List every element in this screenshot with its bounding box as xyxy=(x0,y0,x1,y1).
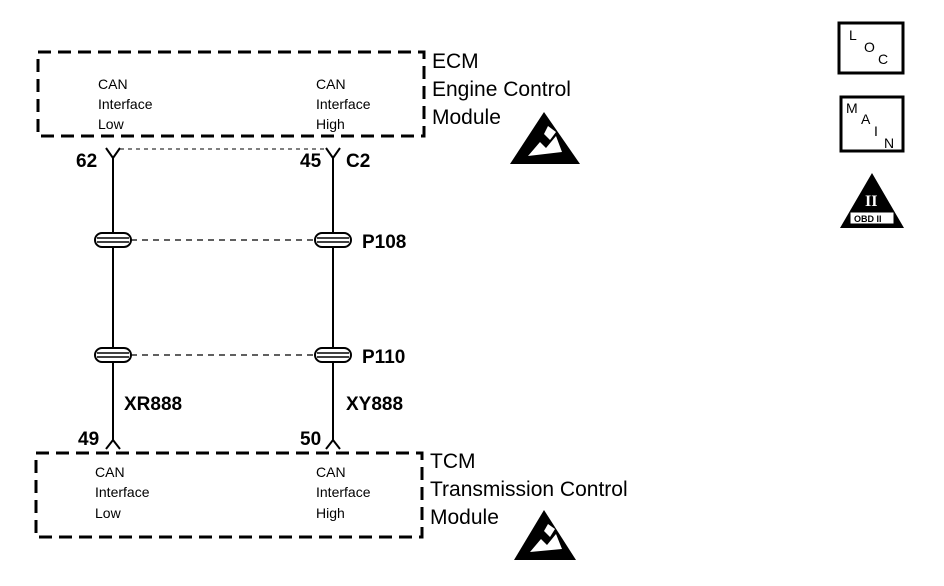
tcm-name-line1: Transmission Control xyxy=(430,478,628,501)
svg-text:O: O xyxy=(864,39,875,55)
tcm-low-line3: Low xyxy=(95,505,122,521)
tcm-high-line2: Interface xyxy=(316,484,371,500)
splice-p110-label: P110 xyxy=(362,347,405,368)
tcm-high-line3: High xyxy=(316,505,345,521)
svg-text:I: I xyxy=(874,123,878,139)
svg-text:C: C xyxy=(878,51,888,67)
svg-text:OBD II: OBD II xyxy=(854,214,882,224)
esd-warning-icon xyxy=(510,112,580,164)
ecm-name-line1: Engine Control xyxy=(432,78,571,101)
ecm-abbr: ECM xyxy=(432,50,479,73)
splice-p108-label: P108 xyxy=(362,232,406,253)
ecm-name-line2: Module xyxy=(432,106,501,129)
obd-ii-icon: II OBD II xyxy=(840,173,904,228)
wire-low-label: XR888 xyxy=(124,394,182,415)
tcm-low-connector-symbol xyxy=(105,433,121,450)
ecm-module-box xyxy=(36,50,426,138)
ecm-high-line1: CAN xyxy=(316,76,346,92)
ecm-low-connector-symbol xyxy=(105,147,121,166)
ecm-low-line1: CAN xyxy=(98,76,128,92)
svg-text:M: M xyxy=(846,100,858,116)
tcm-low-pin: 49 xyxy=(78,429,99,450)
splice-p110-high xyxy=(314,347,352,363)
ecm-high-line3: High xyxy=(316,116,345,132)
tcm-low-line1: CAN xyxy=(95,464,125,480)
ecm-high-pin: 45 xyxy=(300,151,322,172)
esd-warning-icon xyxy=(514,510,576,560)
splice-p110-low xyxy=(94,347,132,363)
tcm-name-line2: Module xyxy=(430,506,499,529)
svg-text:N: N xyxy=(884,135,894,151)
ecm-low-line2: Interface xyxy=(98,96,153,112)
tcm-low-line2: Interface xyxy=(95,484,150,500)
splice-p108-low xyxy=(94,232,132,248)
loc-icon: L O C xyxy=(837,21,905,75)
tcm-module-box xyxy=(34,451,424,539)
main-icon: M A I N xyxy=(839,95,905,153)
svg-text:II: II xyxy=(865,193,877,210)
tcm-high-line1: CAN xyxy=(316,464,346,480)
svg-text:L: L xyxy=(849,27,857,43)
svg-text:A: A xyxy=(861,111,871,127)
ecm-low-line3: Low xyxy=(98,116,125,132)
tcm-abbr: TCM xyxy=(430,450,476,473)
tcm-high-connector-symbol xyxy=(325,433,341,450)
ecm-connector-label: C2 xyxy=(346,151,370,172)
wire-high-label: XY888 xyxy=(346,394,403,415)
splice-p108-high xyxy=(314,232,352,248)
ecm-high-connector-symbol xyxy=(325,147,341,166)
ecm-high-line2: Interface xyxy=(316,96,371,112)
tcm-high-pin: 50 xyxy=(300,429,321,450)
ecm-low-pin: 62 xyxy=(76,151,97,172)
